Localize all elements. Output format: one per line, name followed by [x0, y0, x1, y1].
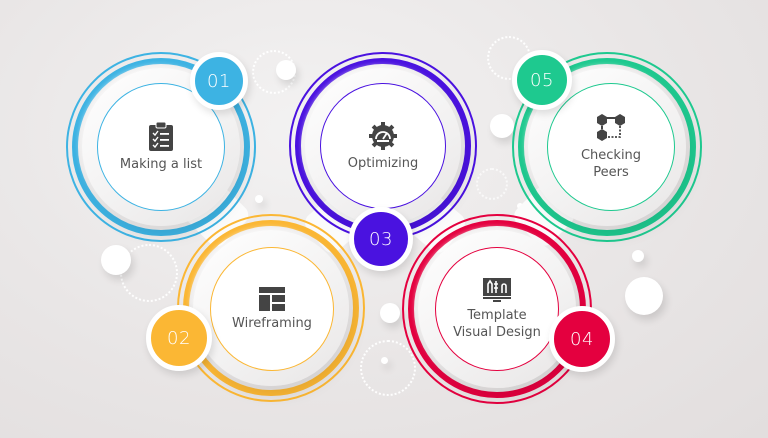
decorative-dot [380, 303, 400, 323]
decorative-dotted-ring [360, 340, 416, 396]
step-04-label-line2: Visual Design [453, 325, 541, 340]
decorative-dot [625, 277, 663, 315]
connected-blocks-icon [595, 113, 627, 143]
step-05-outer-ring [512, 52, 702, 242]
decorative-dot [632, 250, 644, 262]
decorative-dotted-ring [476, 168, 508, 200]
step-02-inner: Wireframing [210, 247, 334, 371]
clipboard-checklist-icon [148, 121, 174, 152]
decorative-dot [255, 195, 263, 203]
monitor-design-tools-icon [482, 277, 512, 303]
decorative-dot [490, 114, 514, 138]
step-01-label: Making a list [119, 156, 203, 172]
step-01: Making a list [66, 52, 256, 242]
gear-speedometer-icon [368, 121, 398, 151]
step-03-number-badge: 03 [349, 207, 413, 271]
step-01-outer-ring [66, 52, 256, 242]
step-03: Optimizing [289, 52, 477, 240]
step-03-label: Optimizing [347, 155, 419, 171]
step-02: Wireframing [177, 214, 365, 402]
step-03-inner: Optimizing [320, 83, 446, 209]
step-02-label: Wireframing [232, 315, 312, 331]
wireframe-layout-icon [259, 286, 285, 311]
step-05-number-badge: 05 [512, 50, 572, 110]
step-05-thick-ring [518, 58, 696, 236]
step-04-number-badge: 04 [549, 306, 615, 372]
step-01-thick-ring [72, 58, 250, 236]
step-04-label-line1: Template [467, 308, 527, 323]
decorative-dot [381, 357, 388, 364]
step-05-label-line1: Checking [580, 148, 642, 163]
step-01-inner: Making a list [97, 83, 225, 211]
decorative-dot [276, 60, 296, 80]
step-02-number-badge: 02 [146, 305, 212, 371]
step-01-number-badge: 01 [190, 52, 248, 110]
decorative-dot [101, 245, 131, 275]
step-05-label-line2: Peers [593, 165, 629, 180]
